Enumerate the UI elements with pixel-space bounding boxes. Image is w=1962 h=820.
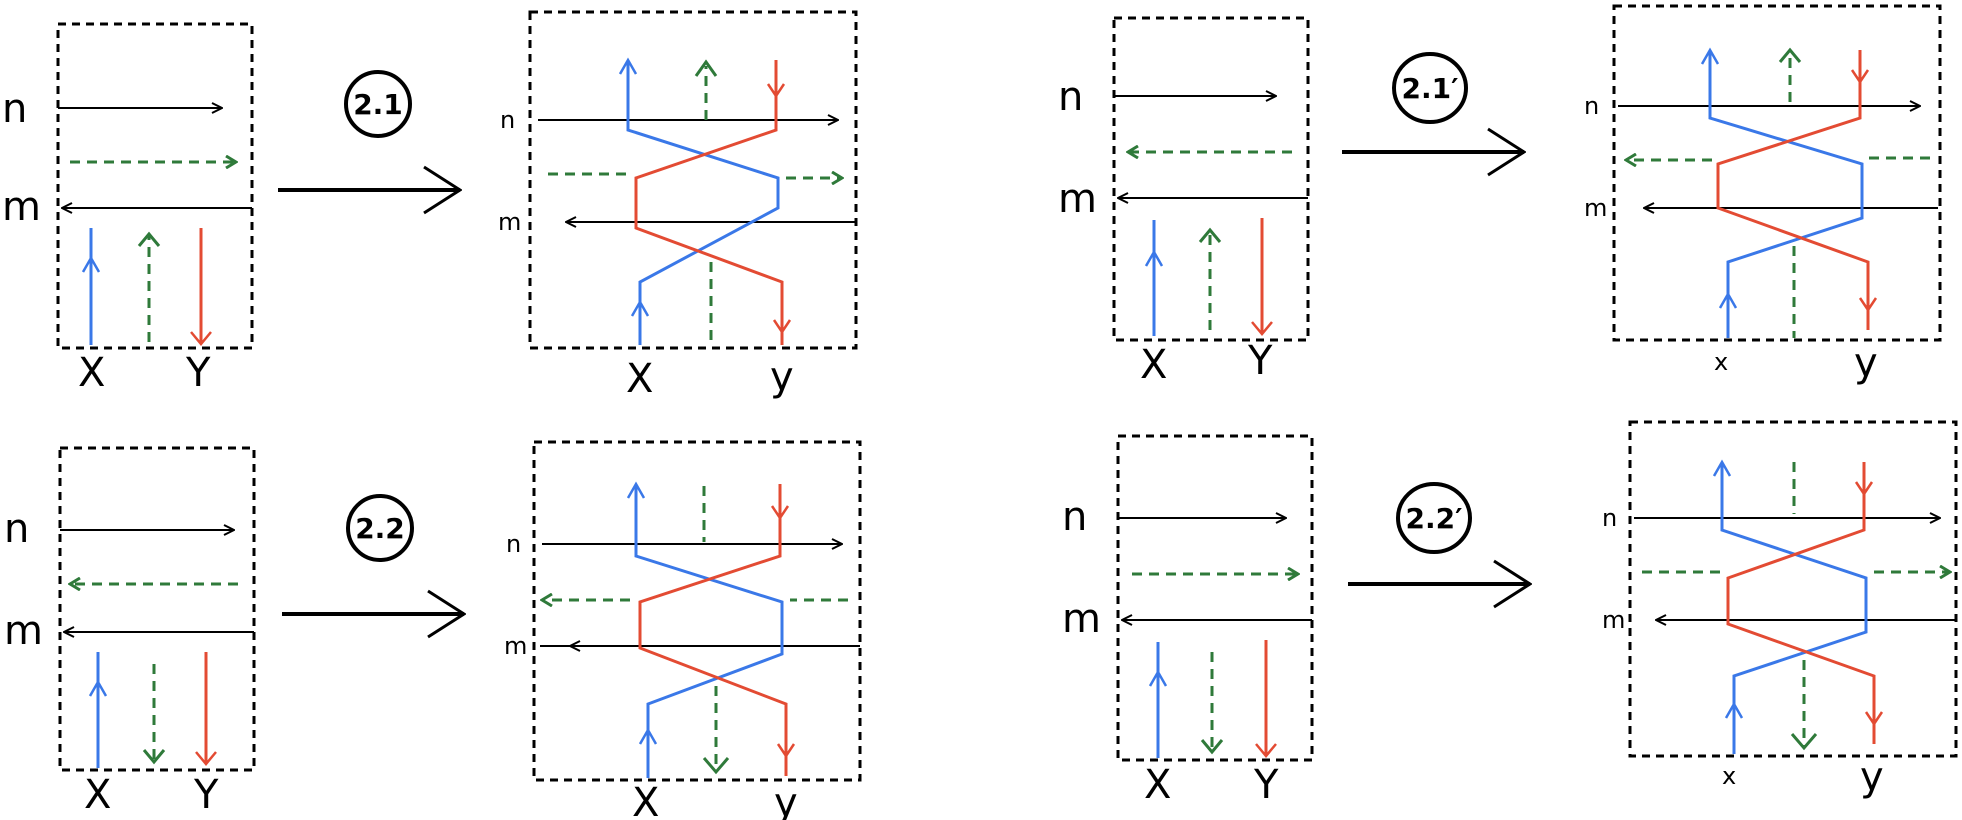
label-m: m xyxy=(1062,596,1101,642)
label-n: n xyxy=(1602,504,1617,532)
move-label-2-2: 2.2 xyxy=(355,512,405,545)
label-x: X xyxy=(78,350,105,396)
label-y: Y xyxy=(185,350,211,396)
label-n: n xyxy=(1058,74,1083,120)
label-m: m xyxy=(1584,194,1607,222)
label-x: X xyxy=(1140,342,1167,388)
label-x: X xyxy=(626,356,653,402)
move-label-2-1: 2.1 xyxy=(353,88,403,121)
label-m: m xyxy=(4,608,43,654)
label-x: x xyxy=(1714,348,1728,376)
label-y: y xyxy=(1860,754,1884,800)
label-m: m xyxy=(1058,176,1097,222)
label-y: Y xyxy=(1253,762,1279,808)
panel-2-1-before: n m X Y xyxy=(2,22,254,396)
label-n: n xyxy=(506,530,521,558)
label-n: n xyxy=(1584,92,1599,120)
panel-2-1p-after: n m x y xyxy=(1584,4,1942,386)
move-2-2-prime: 2.2′ xyxy=(1348,482,1530,584)
label-m: m xyxy=(2,184,41,230)
label-m: m xyxy=(1602,606,1625,634)
label-y: y xyxy=(770,354,794,400)
panel-2-2-before: n m X Y xyxy=(4,446,256,818)
label-n: n xyxy=(4,506,29,552)
label-y: Y xyxy=(193,772,219,818)
move-2-2: 2.2 xyxy=(282,494,464,614)
label-n: n xyxy=(500,106,515,134)
label-x: X xyxy=(84,772,111,818)
panel-2-1-after: n m X y xyxy=(498,10,858,402)
panel-2-2p-before: n m X Y xyxy=(1062,434,1314,808)
move-label-2-2-prime: 2.2′ xyxy=(1406,502,1463,535)
panel-2-2p-after: n m x y xyxy=(1602,420,1958,800)
label-m: m xyxy=(498,208,521,236)
move-2-1: 2.1 xyxy=(278,70,460,190)
label-x: X xyxy=(1144,762,1171,808)
label-y: y xyxy=(774,780,798,820)
panel-2-1p-before: n m X Y xyxy=(1058,16,1310,388)
label-n: n xyxy=(2,86,27,132)
label-x: x xyxy=(1722,762,1736,790)
panel-2-2-after: n m X y xyxy=(504,440,862,820)
label-n: n xyxy=(1062,494,1087,540)
label-m: m xyxy=(504,632,527,660)
label-y: y xyxy=(1854,340,1878,386)
label-y: Y xyxy=(1247,338,1273,384)
move-2-1-prime: 2.1′ xyxy=(1342,52,1524,152)
move-label-2-1-prime: 2.1′ xyxy=(1402,72,1459,105)
label-x: X xyxy=(632,780,659,820)
